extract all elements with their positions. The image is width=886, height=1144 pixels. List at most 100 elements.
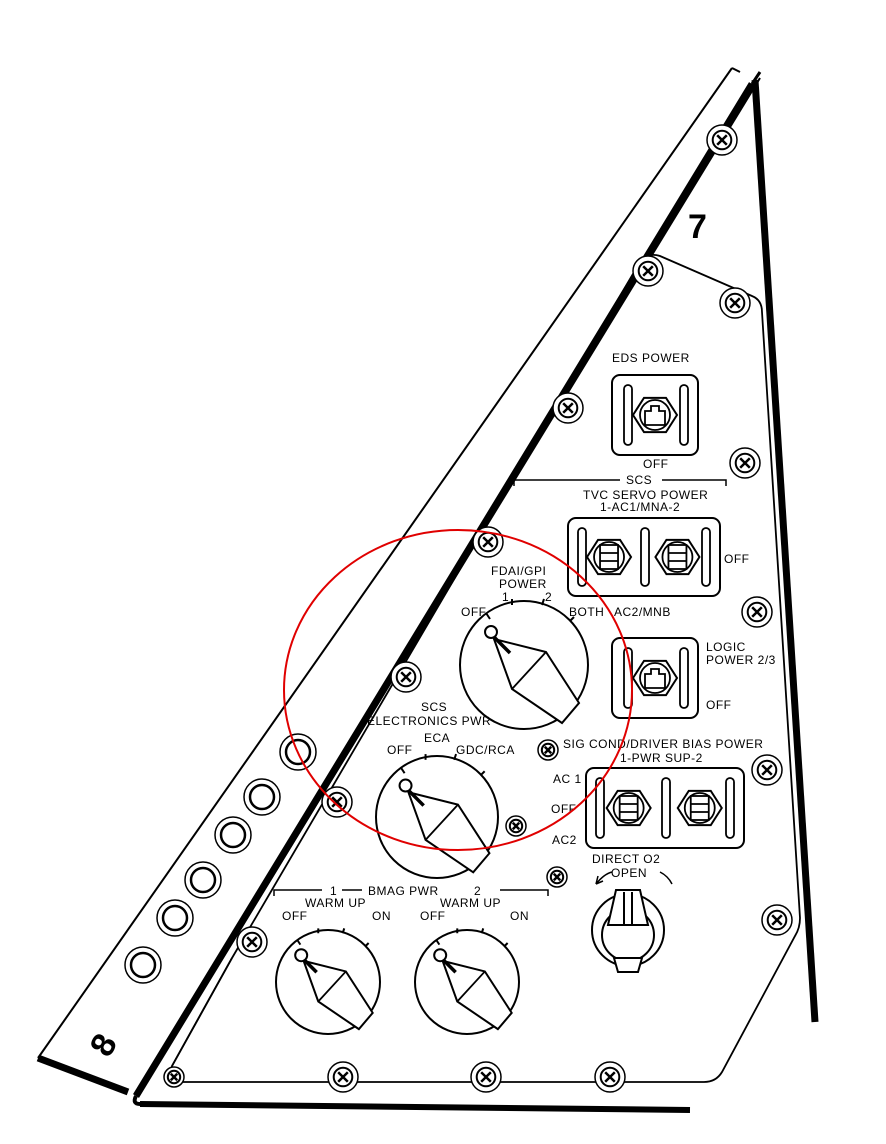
bmag-pwr-label: BMAG PWR — [368, 884, 439, 898]
logic-label: LOGIC — [706, 640, 746, 654]
highlight-circle — [283, 529, 633, 851]
guard-slot — [701, 527, 711, 587]
sig-cond-driver-bias-group: SIG COND/DRIVER BIAS POWER 1-PWR SUP-2 A… — [551, 737, 763, 849]
pointer-indicator-dot — [484, 625, 498, 639]
direct-o2-valve-knob[interactable] — [591, 889, 665, 973]
scs-electronics-power-group: SCS ELECTRONICS PWR OFF ECA GDC/RCA — [367, 700, 514, 879]
screw-icon — [390, 661, 422, 693]
toggle-switch-nut — [605, 789, 652, 827]
tick-mark — [435, 939, 441, 946]
screw-icon — [706, 124, 738, 156]
bmag2-warmup-label: WARM UP — [440, 896, 501, 910]
screw-icon — [729, 447, 761, 479]
knob-pointer — [492, 637, 581, 725]
scs-elec-title: SCS — [421, 700, 447, 714]
screw-icon — [236, 926, 268, 958]
eds-power-toggle[interactable] — [611, 374, 699, 456]
bmag-1-rotary-knob[interactable] — [275, 928, 381, 1035]
fdai-power-label: POWER — [499, 577, 547, 591]
switch-guard-plate — [585, 767, 745, 849]
logic-power-label: POWER 2/3 — [706, 653, 776, 667]
fdai-pos-1: 1 — [502, 590, 509, 604]
tvc-servo-toggles[interactable] — [567, 517, 721, 597]
panel-frame — [36, 67, 819, 1113]
toggle-switch-nut — [654, 538, 701, 576]
tick-mark — [480, 928, 485, 934]
screw-icon — [741, 596, 773, 628]
toggle-switch-nut — [676, 789, 723, 827]
bmag1-warmup-label: WARM UP — [305, 896, 366, 910]
fdai-gpi-power-group: FDAI/GPI POWER OFF 1 2 BOTH AC2/MNB — [459, 564, 671, 730]
bmag-power-group: 1 BMAG PWR 2 WARM UP OFF ON WARM UP OFF … — [273, 884, 549, 1035]
scs-bracket — [513, 479, 727, 486]
guard-slot — [679, 384, 689, 446]
screw-icon — [470, 1061, 502, 1093]
screw-icon — [327, 1061, 359, 1093]
fdai-gpi-rotary-knob[interactable] — [459, 598, 589, 730]
indicator-light — [124, 946, 162, 984]
toggle-switch-nut — [585, 538, 633, 576]
tick-mark — [569, 616, 575, 622]
knob-pointer — [441, 959, 513, 1031]
sig-cond-subtitle: 1-PWR SUP-2 — [620, 751, 703, 765]
scs-elec-power-label: ELECTRONICS PWR — [367, 714, 491, 728]
pointer-indicator-dot — [433, 948, 448, 963]
bmag-1-label: 1 — [330, 884, 337, 898]
sig-cond-toggles[interactable] — [585, 767, 745, 849]
bmag-2-rotary-knob[interactable] — [414, 928, 520, 1035]
toggle-lever — [618, 795, 639, 821]
logic-power-toggle[interactable] — [611, 637, 699, 719]
direct-o2-valve-group: DIRECT O2 OPEN — [591, 852, 673, 973]
bmag-2-label: 2 — [474, 884, 481, 898]
knob-pointer — [302, 959, 374, 1031]
screw-icon — [163, 1066, 185, 1088]
bmag-bracket — [273, 889, 549, 896]
tick-mark — [541, 598, 545, 606]
tick-mark — [503, 942, 509, 947]
direct-o2-label: DIRECT O2 — [592, 852, 660, 866]
tvc-off-label: OFF — [724, 552, 750, 566]
scs-label: SCS — [626, 473, 652, 487]
screw-icon — [321, 786, 353, 818]
fdai-ac2-mnb: AC2/MNB — [614, 605, 671, 619]
guard-slot — [725, 777, 735, 839]
tick-mark — [399, 766, 406, 774]
tick-mark — [364, 942, 370, 947]
screw-icon — [751, 754, 783, 786]
indicator-light — [214, 816, 252, 854]
pointer-indicator-dot — [294, 948, 309, 963]
logic-off-label: OFF — [706, 698, 732, 712]
scs-elec-pos-off: OFF — [387, 743, 413, 757]
screw-icon — [552, 392, 584, 424]
screw-icon — [719, 287, 751, 319]
sig-cond-label: SIG COND/DRIVER BIAS POWER — [563, 737, 763, 751]
bmag1-on-label: ON — [372, 909, 391, 923]
bmag2-off-label: OFF — [420, 909, 446, 923]
guard-slot — [679, 647, 689, 709]
knob-pointer — [406, 790, 491, 874]
screws — [163, 124, 793, 1093]
guard-slot — [640, 527, 650, 587]
fdai-pos-off: OFF — [461, 605, 487, 619]
screw-icon — [546, 866, 568, 888]
tvc-servo-power-label: TVC SERVO POWER — [583, 488, 708, 502]
scs-electronics-rotary-knob[interactable] — [375, 753, 499, 879]
bmag2-on-label: ON — [510, 909, 529, 923]
toggle-switch-nut — [631, 396, 679, 434]
toggle-lever — [667, 544, 688, 570]
eds-power-label: EDS POWER — [612, 351, 690, 365]
screw-icon — [537, 739, 559, 761]
tick-mark — [480, 770, 486, 776]
fdai-title: FDAI/GPI — [491, 564, 546, 578]
sig-off-label: OFF — [551, 802, 577, 816]
indicator-light — [156, 899, 194, 937]
screw-icon — [761, 904, 793, 936]
toggle-lever — [644, 405, 666, 426]
toggle-switch-nut — [631, 659, 679, 697]
eds-off-label: OFF — [643, 457, 669, 471]
open-arrow-icon — [595, 871, 673, 885]
indicator-lights — [124, 733, 317, 984]
toggle-lever — [599, 544, 619, 570]
sig-ac2-label: AC2 — [552, 833, 577, 847]
